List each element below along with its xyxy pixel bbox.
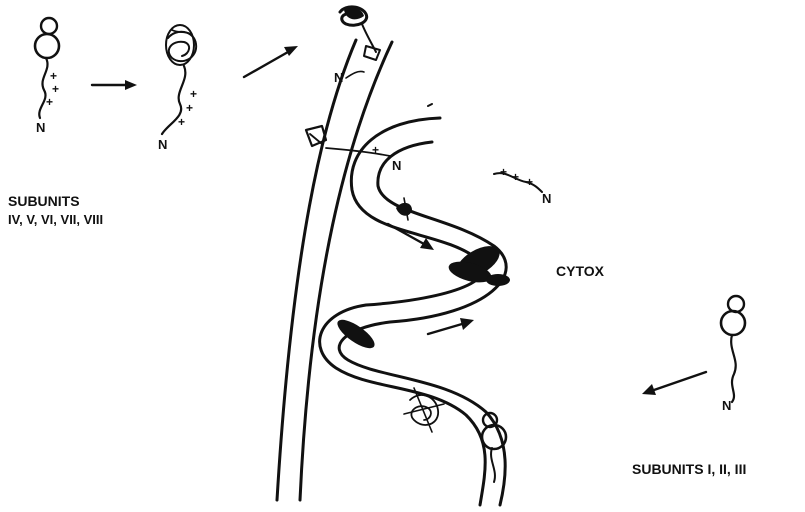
ribosome-tangle — [404, 388, 444, 432]
precursor-unfolded: + + + N — [35, 18, 59, 135]
precursor-chaperone-bound: + + + N — [158, 25, 197, 152]
subunits-left-list: IV, V, VI, VII, VIII — [8, 212, 103, 227]
small-complex — [396, 198, 412, 220]
n-terminus-label: N — [542, 191, 551, 206]
charge-plus: + — [178, 115, 185, 129]
arrow-inner-lower — [428, 318, 474, 334]
charge-plus: + — [526, 175, 533, 189]
n-terminus-label: N — [36, 120, 45, 135]
arrow-1 — [92, 80, 137, 90]
precursor-right: N — [721, 296, 745, 413]
arrow-2 — [244, 46, 298, 77]
cytox-label: CYTOX — [556, 263, 605, 279]
n-terminus-label: N — [158, 137, 167, 152]
subunits-left-title: SUBUNITS — [8, 193, 80, 209]
outer-membrane — [277, 40, 392, 500]
arrow-right — [642, 372, 706, 395]
precursor-in-matrix: + + + N — [494, 165, 551, 206]
n-terminus-label: N — [722, 398, 731, 413]
charge-plus: + — [46, 95, 53, 109]
charge-plus: + — [500, 165, 507, 179]
precursor-at-receptor: N — [334, 7, 380, 85]
n-terminus-label: N — [392, 158, 401, 173]
charge-plus: + — [512, 170, 519, 184]
charge-plus: + — [50, 69, 57, 83]
charge-plus: + — [190, 87, 197, 101]
charge-plus: + — [372, 143, 379, 157]
charge-plus: + — [186, 101, 193, 115]
charge-plus: + — [52, 82, 59, 96]
n-terminus-label: N — [334, 70, 343, 85]
subunits-right-label: SUBUNITS I, II, III — [632, 461, 746, 477]
